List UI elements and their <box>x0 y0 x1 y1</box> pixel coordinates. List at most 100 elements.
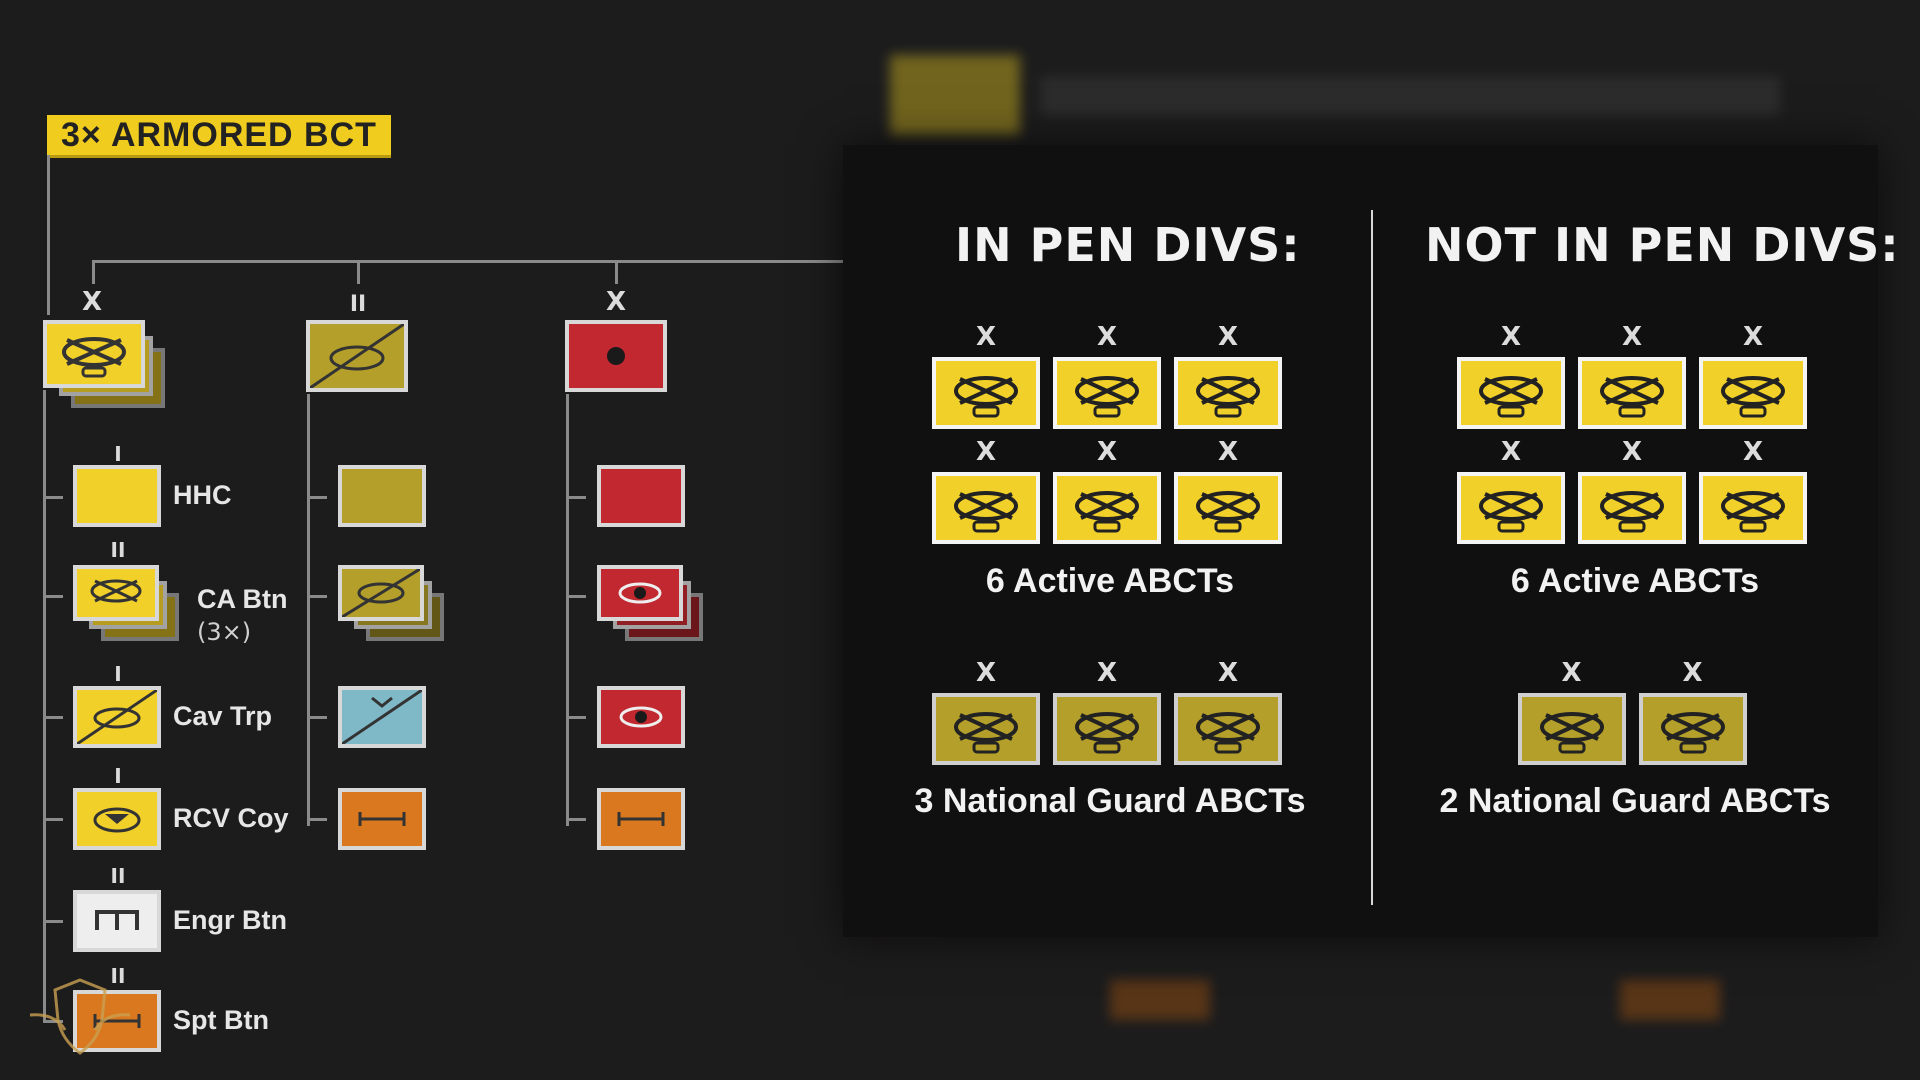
artillery-battery-symbol <box>597 565 683 621</box>
c2-branch-2 <box>307 595 327 598</box>
armor-symbol-icon <box>1721 491 1785 533</box>
c3-branch-3 <box>566 716 586 719</box>
abct-symbol <box>1053 693 1161 765</box>
in-pen-heading: IN PEN DIVS: <box>955 218 1301 272</box>
ca-btn-label: CA Btn <box>197 584 288 614</box>
bus-drop-1 <box>92 260 95 284</box>
c2-branch-4 <box>307 818 327 821</box>
brigade-echelon-mark: II <box>349 292 367 317</box>
c3-branch-1 <box>566 496 586 499</box>
cavalry-slash-icon <box>309 322 405 390</box>
branch-engr <box>43 920 63 923</box>
abct-symbol <box>1053 357 1161 429</box>
rcv-company-symbol <box>73 788 161 850</box>
cav-troops-symbol <box>338 565 424 621</box>
armor-symbol-icon <box>1196 712 1260 754</box>
armor-symbol-icon <box>1075 712 1139 754</box>
battalion-mark: II <box>110 538 126 562</box>
abct-symbol <box>1699 357 1807 429</box>
brigade-echelon-mark: X <box>1096 658 1118 688</box>
brigade-echelon-mark: X <box>1217 658 1239 688</box>
battalion-mark: II <box>110 864 126 888</box>
cav-troop-symbol <box>73 686 161 748</box>
armor-symbol-icon <box>1075 376 1139 418</box>
recon-troop-symbol <box>338 686 426 748</box>
armor-symbol-icon <box>1196 376 1260 418</box>
cavalry-slash-icon <box>76 688 158 746</box>
hhc-symbol <box>73 465 161 527</box>
abct-symbol <box>1174 472 1282 544</box>
in-pen-active-caption: 6 Active ABCTs <box>985 562 1235 600</box>
c2-branch-1 <box>307 496 327 499</box>
company-mark: I <box>114 764 122 788</box>
armor-symbol-icon <box>1539 712 1604 754</box>
recon-slash-icon <box>341 688 423 746</box>
armor-symbol-icon <box>1479 491 1543 533</box>
dot-icon <box>607 347 625 365</box>
c3-branch-2 <box>566 595 586 598</box>
abct-symbol <box>1174 357 1282 429</box>
panel-divider <box>1371 210 1373 905</box>
support-icon <box>617 812 665 826</box>
brigade-echelon-mark: X <box>975 658 997 688</box>
artillery-symbol <box>565 320 667 392</box>
engineer-battalion-symbol <box>73 890 161 952</box>
squadron-hq-symbol <box>338 465 426 527</box>
cav-trp-label: Cav Trp <box>173 701 273 731</box>
brigade-echelon-mark: X <box>1621 437 1643 467</box>
brigade-echelon-mark: X <box>81 287 103 317</box>
hhc-label: HHC <box>173 480 232 510</box>
brigade-echelon-mark: X <box>975 437 997 467</box>
armored-brigade-symbol <box>43 320 145 388</box>
combined-arms-battalion-symbol <box>73 565 159 621</box>
rcv-coy-label: RCV Coy <box>173 803 289 833</box>
armor-symbol-icon <box>1721 376 1785 418</box>
c2-branch-3 <box>307 716 327 719</box>
not-in-pen-heading: NOT IN PEN DIVS: <box>1425 218 1900 272</box>
not-in-pen-guard-caption: 2 National Guard ABCTs <box>1439 782 1831 820</box>
armor-symbol-icon <box>1600 376 1664 418</box>
cav-squadron-symbol <box>306 320 408 392</box>
artillery-battery-2-symbol <box>597 686 685 748</box>
spt-btn-label: Spt Btn <box>173 1005 269 1035</box>
brigade-echelon-mark: X <box>975 322 997 352</box>
bus-drop-2 <box>357 260 360 284</box>
abct-symbol <box>1699 472 1807 544</box>
col1-vertical-line <box>43 390 46 1020</box>
brigade-echelon-mark: X <box>605 287 627 317</box>
armor-symbol-icon <box>90 579 142 603</box>
armor-symbol-icon <box>1660 712 1725 754</box>
dot-icon <box>619 706 663 728</box>
abct-symbol <box>1517 693 1626 765</box>
abct-symbol <box>1174 693 1282 765</box>
ca-btn-count: (3×) <box>197 618 252 646</box>
background-ghost-header <box>890 55 1790 135</box>
abct-symbol <box>1457 472 1565 544</box>
abct-symbol <box>932 357 1040 429</box>
armor-symbol-icon <box>1196 491 1260 533</box>
abct-symbol <box>1053 472 1161 544</box>
not-in-pen-active-caption: 6 Active ABCTs <box>1510 562 1760 600</box>
engr-btn-label: Engr Btn <box>173 905 287 935</box>
brigade-echelon-mark: X <box>1682 658 1703 688</box>
branch-ca <box>43 595 63 598</box>
support-icon <box>358 812 406 826</box>
armor-symbol-icon <box>1075 491 1139 533</box>
brigade-echelon-mark: X <box>1217 437 1239 467</box>
page-title: 3× ARMORED BCT <box>47 115 391 158</box>
brigade-echelon-mark: X <box>1500 437 1522 467</box>
armor-symbol-icon <box>954 491 1018 533</box>
battalion-mark: II <box>110 964 126 988</box>
brigade-echelon-mark: X <box>1742 322 1764 352</box>
brigade-echelon-mark: X <box>1561 658 1582 688</box>
in-pen-guard-caption: 3 National Guard ABCTs <box>914 782 1306 820</box>
armor-symbol-icon <box>62 337 126 378</box>
abct-symbol <box>1578 472 1686 544</box>
shield-logo-icon <box>29 978 131 1055</box>
brigade-echelon-mark: X <box>1621 322 1643 352</box>
dot-icon <box>618 582 662 604</box>
armor-symbol-icon <box>954 376 1018 418</box>
branch-hhc <box>43 496 63 499</box>
company-mark: I <box>114 662 122 686</box>
company-mark: I <box>114 442 122 466</box>
